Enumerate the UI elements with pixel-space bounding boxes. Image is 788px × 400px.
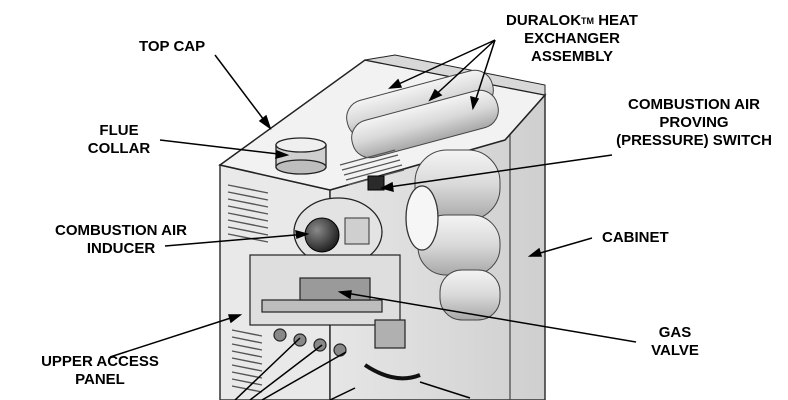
label-heat-word: HEAT — [594, 12, 638, 29]
label-upper-access-panel-line1: UPPER ACCESS — [41, 353, 159, 370]
label-inducer-line2: INDUCER — [86, 240, 156, 257]
label-pressure-switch-line3: (PRESSURE) SWITCH — [616, 132, 772, 149]
label-flue-collar-line2: COLLAR — [87, 140, 151, 157]
label-pressure-switch-line2: PROVING — [659, 114, 729, 131]
trademark-mark: TM — [581, 16, 595, 26]
label-inducer: COMBUSTION AIR INDUCER — [48, 222, 194, 258]
label-heat-exchanger: DURALOKTM HEAT EXCHANGER ASSEMBLY — [497, 12, 647, 66]
label-upper-access-panel: UPPER ACCESS PANEL — [30, 353, 170, 389]
inducer-shape — [293, 197, 383, 267]
label-inducer-line1: COMBUSTION AIR — [55, 222, 187, 239]
label-heat-exchanger-line1: DURALOKTM HEAT — [497, 12, 647, 30]
flue-collar-shape — [275, 137, 327, 175]
heat-exchanger-tubes — [346, 69, 501, 321]
label-pressure-switch: COMBUSTION AIR PROVING (PRESSURE) SWITCH — [606, 96, 782, 150]
pressure-switch-shape — [367, 175, 385, 191]
label-gas-valve: GAS VALVE — [642, 324, 708, 360]
label-heat-exchanger-line3: ASSEMBLY — [531, 48, 613, 65]
leader-lines — [109, 39, 637, 400]
label-top-cap-text: TOP CAP — [139, 38, 206, 55]
label-top-cap: TOP CAP — [139, 38, 205, 56]
burner-assembly — [249, 254, 421, 381]
label-heat-exchanger-line2: EXCHANGER — [524, 30, 620, 47]
label-cabinet-text: CABINET — [602, 229, 669, 246]
label-flue-collar: FLUE COLLAR — [84, 122, 154, 158]
label-pressure-switch-line1: COMBUSTION AIR — [628, 96, 760, 113]
side-louvers-upper — [227, 184, 269, 243]
label-gas-valve-line2: VALVE — [651, 342, 699, 359]
label-gas-valve-line1: GAS — [658, 324, 692, 341]
side-panel-opening — [405, 185, 439, 251]
label-cabinet: CABINET — [602, 229, 669, 247]
label-flue-collar-line1: FLUE — [99, 122, 139, 139]
label-duralok-brand: DURALOK — [506, 12, 582, 29]
label-upper-access-panel-line2: PANEL — [75, 371, 125, 388]
